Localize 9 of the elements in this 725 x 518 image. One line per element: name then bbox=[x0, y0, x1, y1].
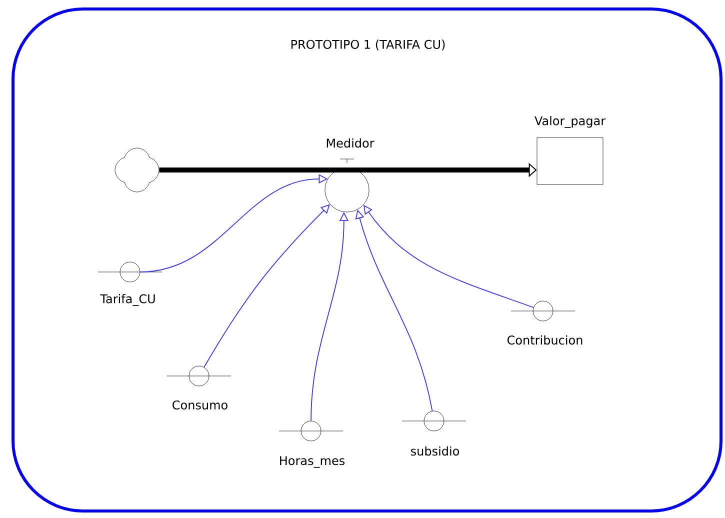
variable-name: Horas_mes bbox=[280, 456, 345, 468]
variable-name: Contribucion bbox=[507, 335, 582, 345]
flow-name: Medidor bbox=[326, 138, 374, 148]
cloud-shape bbox=[114, 148, 160, 192]
title: PROTOTIPO 1 (TARIFA CU) bbox=[291, 40, 445, 50]
variable-name: Tarifa_CU bbox=[100, 294, 155, 306]
variable-name: subsidio bbox=[410, 446, 460, 456]
variable-name: Consumo bbox=[172, 400, 228, 410]
stock-name: Valor_pagar bbox=[534, 116, 606, 128]
